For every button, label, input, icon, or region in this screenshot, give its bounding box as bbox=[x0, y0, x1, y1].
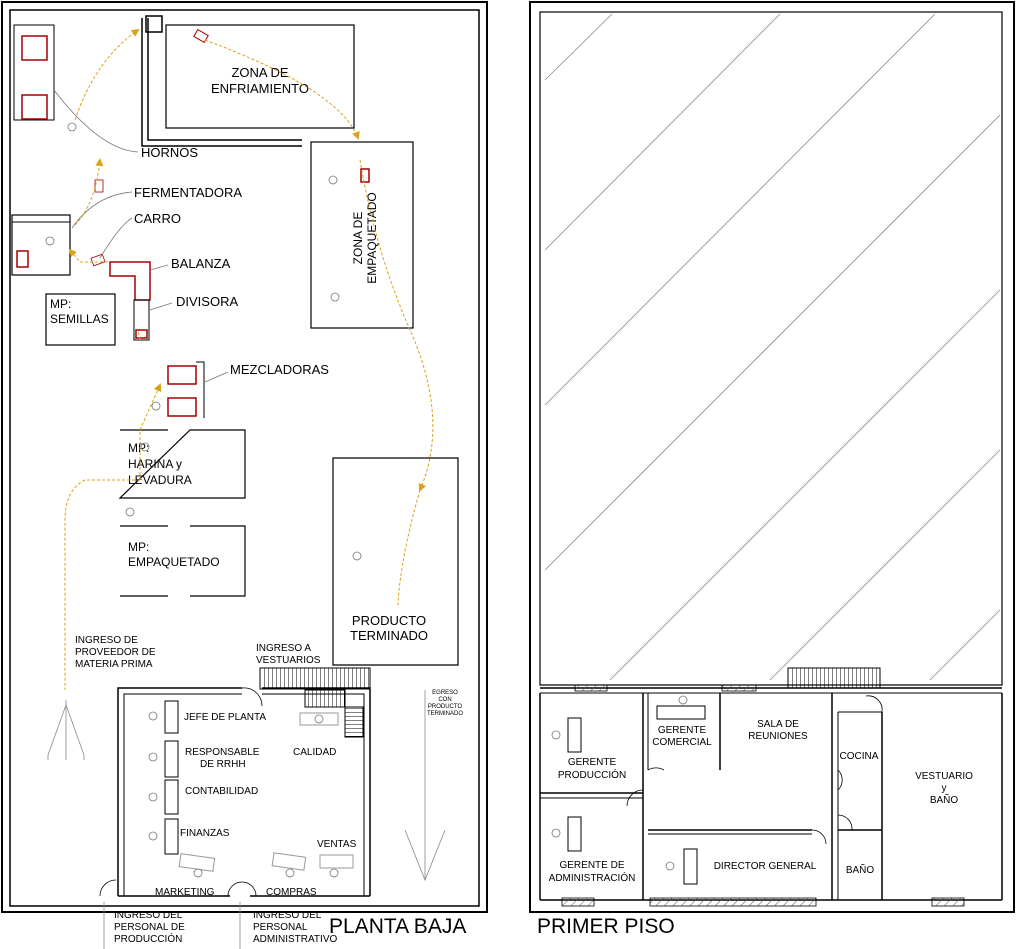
mp-harina-room: MP: HARINA y LEVADURA bbox=[118, 429, 246, 499]
gerente-comercial-label-1: GERENTE bbox=[658, 725, 707, 736]
mp-harina-label-3: LEVADURA bbox=[128, 473, 192, 487]
office-worker-symbols bbox=[148, 711, 339, 878]
ingreso-proveedor-label-3: MATERIA PRIMA bbox=[75, 659, 153, 670]
gerente-administracion-label-2: ADMINISTRACIÓN bbox=[549, 871, 636, 884]
egreso-label-3: PRODUCTO bbox=[428, 704, 463, 710]
zona-enfriamiento-label-1: ZONA DE bbox=[231, 65, 288, 80]
producto-terminado-label-2: TERMINADO bbox=[350, 628, 428, 643]
bano-label: BAÑO bbox=[846, 863, 875, 876]
hornos-label: HORNOS bbox=[141, 145, 198, 160]
gerente-produccion-label-1: GERENTE bbox=[568, 757, 617, 768]
ingreso-produccion-label-1: INGRESO DEL bbox=[114, 910, 183, 921]
first-floor: GERENTE PRODUCCIÓN GERENTE COMERCIAL SAL… bbox=[529, 1, 1015, 938]
primer-piso-title: PRIMER PISO bbox=[537, 915, 675, 938]
egreso-label-1: EGRESO bbox=[432, 690, 458, 696]
first-floor-worker-symbols bbox=[551, 695, 688, 871]
mp-semillas-label-2: SEMILLAS bbox=[50, 312, 109, 326]
carro-label: CARRO bbox=[134, 211, 181, 226]
mezcladoras-label: MEZCLADORAS bbox=[230, 362, 329, 377]
ingreso-vestuarios-label-1: INGRESO A bbox=[256, 643, 311, 654]
egreso-label-4: TERMINADO bbox=[427, 711, 463, 717]
ingreso-administrativo-label-2: PERSONAL bbox=[253, 922, 308, 933]
ingreso-produccion-label-3: PRODUCCIÓN bbox=[114, 932, 182, 945]
zona-empaquetado: ZONA DE EMPAQUETADO bbox=[310, 141, 414, 329]
sala-reuniones-label-1: SALA DE bbox=[757, 719, 799, 730]
balanza-divisora bbox=[109, 261, 151, 341]
mp-empaquetado-label-2: EMPAQUETADO bbox=[128, 555, 220, 569]
mezcladoras bbox=[167, 361, 205, 418]
ground-floor-outer-wall bbox=[1, 1, 488, 913]
finanzas-label: FINANZAS bbox=[180, 828, 230, 839]
mp-harina-label-2: HARINA y bbox=[128, 457, 182, 471]
fermentadora-area bbox=[11, 179, 106, 276]
ground-floor-inner-wall bbox=[9, 9, 480, 907]
calidad-label: CALIDAD bbox=[293, 747, 336, 758]
producto-terminado-room: PRODUCTO TERMINADO bbox=[332, 457, 459, 666]
zona-enfriamiento-label-2: ENFRIAMIENTO bbox=[211, 81, 309, 96]
responsable-rrhh-label-1: RESPONSABLE bbox=[185, 747, 260, 758]
zona-empaquetado-label-2: EMPAQUETADO bbox=[365, 192, 379, 284]
mp-harina-label-1: MP: bbox=[128, 441, 149, 455]
sala-reuniones-label-2: REUNIONES bbox=[748, 731, 808, 742]
egreso-label-2: CON bbox=[438, 697, 451, 703]
mp-semillas-room: MP: SEMILLAS bbox=[45, 293, 116, 346]
ingreso-proveedor-label-1: INGRESO DE bbox=[75, 635, 138, 646]
gerente-comercial-label-2: COMERCIAL bbox=[652, 737, 712, 748]
ingreso-administrativo-label-1: INGRESO DEL bbox=[253, 910, 322, 921]
ingreso-produccion-label-2: PERSONAL DE bbox=[114, 922, 185, 933]
ingreso-administrativo-label-3: ADMINISTRATIVO bbox=[253, 934, 337, 945]
worker-symbols bbox=[45, 122, 362, 561]
mp-empaquetado-label-1: MP: bbox=[128, 540, 149, 554]
vestuarios-stairs bbox=[259, 667, 371, 690]
cocina-label: COCINA bbox=[840, 751, 879, 762]
vestuario-label-3: BAÑO bbox=[930, 793, 959, 806]
leader-lines bbox=[53, 89, 229, 383]
void-diagonals bbox=[544, 13, 1001, 681]
marketing-label: MARKETING bbox=[155, 887, 215, 898]
balanza-label: BALANZA bbox=[171, 256, 231, 271]
ingreso-proveedor-label-2: PROVEEDOR DE bbox=[75, 647, 156, 658]
zona-empaquetado-label-1: ZONA DE bbox=[351, 212, 365, 265]
zona-enfriamiento: ZONA DE ENFRIAMIENTO bbox=[165, 24, 355, 129]
staff-entry-arrows bbox=[103, 902, 241, 949]
vestuario-label-2: y bbox=[942, 783, 947, 794]
jefe-planta-label: JEFE DE PLANTA bbox=[184, 712, 266, 723]
contabilidad-label: CONTABILIDAD bbox=[185, 786, 258, 797]
fermentadora-label: FERMENTADORA bbox=[134, 185, 242, 200]
ovens bbox=[13, 24, 55, 121]
producto-terminado-label-1: PRODUCTO bbox=[352, 613, 426, 628]
oven-partition-wall bbox=[141, 15, 302, 147]
responsable-rrhh-label-2: DE RRHH bbox=[200, 759, 246, 770]
mp-semillas-label-1: MP: bbox=[50, 297, 71, 311]
mp-empaquetado-room: MP: EMPAQUETADO bbox=[120, 525, 246, 597]
gerente-produccion-label-2: PRODUCCIÓN bbox=[558, 768, 626, 781]
divisora-label: DIVISORA bbox=[176, 294, 238, 309]
first-floor-walls bbox=[539, 667, 1003, 907]
office-block bbox=[99, 687, 371, 897]
product-egress-arrow bbox=[404, 690, 446, 882]
first-floor-void bbox=[539, 11, 1003, 686]
supplier-entry-arrow bbox=[47, 700, 85, 760]
first-floor-outer-wall bbox=[529, 1, 1015, 913]
ground-floor: ZONA DE ENFRIAMIENTO ZONA DE EMPAQUETADO bbox=[1, 1, 488, 949]
compras-label: COMPRAS bbox=[266, 887, 317, 898]
planta-baja-title: PLANTA BAJA bbox=[329, 915, 466, 938]
vestuario-label-1: VESTUARIO bbox=[915, 771, 973, 782]
ventas-label: VENTAS bbox=[317, 839, 357, 850]
gerente-administracion-label-1: GERENTE DE bbox=[559, 860, 624, 871]
ingreso-vestuarios-label-2: VESTUARIOS bbox=[256, 655, 321, 666]
production-flow bbox=[64, 28, 434, 690]
director-general-label: DIRECTOR GENERAL bbox=[714, 861, 817, 872]
